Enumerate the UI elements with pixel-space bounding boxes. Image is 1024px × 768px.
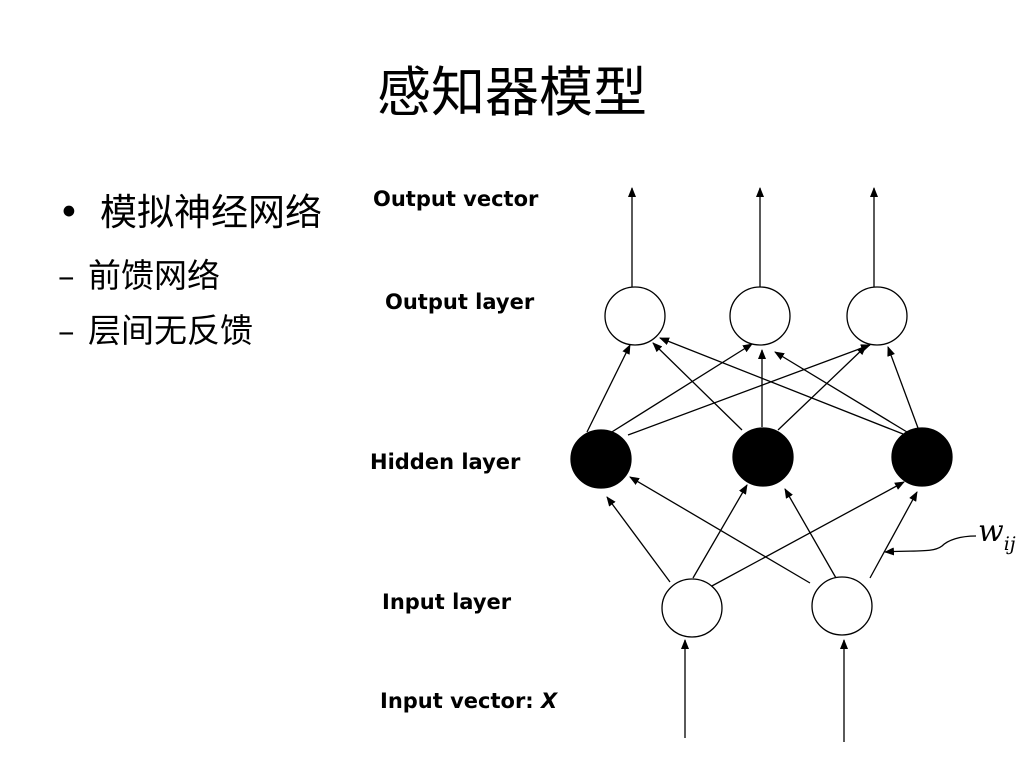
dash-marker: – (58, 311, 75, 350)
hidden-neuron (732, 427, 794, 487)
input-layer-label: Input layer (382, 590, 512, 614)
output-layer-label: Output layer (385, 290, 535, 314)
output-vector-arrows (628, 187, 878, 287)
connection-arrow (887, 346, 919, 429)
connection-arrow (692, 484, 748, 579)
connection-arrow (627, 344, 871, 436)
output-layer-nodes (604, 286, 908, 346)
weight-symbol: w (978, 514, 1004, 549)
bullet-main: • 模拟神经网络 (58, 185, 322, 241)
input-layer-nodes (661, 576, 873, 638)
hidden-neuron (570, 429, 632, 489)
hidden-layer-label: Hidden layer (370, 450, 521, 474)
connection-arrow (606, 343, 753, 436)
input-vector-arrows (681, 639, 848, 742)
input-neuron (661, 578, 723, 638)
hidden-neuron (891, 427, 953, 487)
slide-title: 感知器模型 (377, 61, 647, 124)
output-neuron (729, 286, 791, 346)
connection-arrow (659, 337, 904, 435)
input-vector-label: Input vector: X (380, 689, 559, 713)
sub-bullet-1: – 前馈网络 (58, 248, 253, 303)
connection-arrow (774, 351, 908, 433)
input-vector-prefix: Input vector: (380, 689, 541, 713)
weight-label: wij (978, 514, 1016, 555)
dash-marker: – (58, 256, 75, 295)
connection-arrow (586, 344, 631, 433)
connection-arrow (784, 488, 837, 579)
hidden-to-output-connections (586, 337, 919, 436)
output-neuron (846, 286, 908, 346)
weight-subscript: ij (1004, 533, 1016, 555)
bullet-main-text: 模拟神经网络 (100, 191, 322, 234)
sub-bullet-2: – 层间无反馈 (58, 303, 253, 358)
output-vector-label: Output vector (373, 187, 539, 211)
weight-pointer-arrow (884, 535, 977, 556)
sub-bullet-text: 层间无反馈 (88, 311, 253, 350)
connection-arrow (869, 491, 918, 579)
sub-bullet-text: 前馈网络 (88, 256, 220, 295)
bullet-list: • 模拟神经网络 (58, 185, 322, 241)
input-vector-symbol: X (539, 689, 559, 713)
connection-arrow (629, 476, 811, 584)
connection-arrow (606, 496, 671, 583)
connection-arrow (709, 481, 905, 588)
sub-bullet-list: – 前馈网络 – 层间无反馈 (58, 248, 253, 358)
hidden-layer-nodes (570, 427, 953, 489)
output-neuron (604, 286, 666, 346)
connection-arrow (777, 345, 867, 431)
connection-arrow (652, 342, 743, 431)
bullet-marker: • (58, 191, 80, 234)
input-to-hidden-connections (606, 476, 918, 588)
input-neuron (811, 576, 873, 636)
